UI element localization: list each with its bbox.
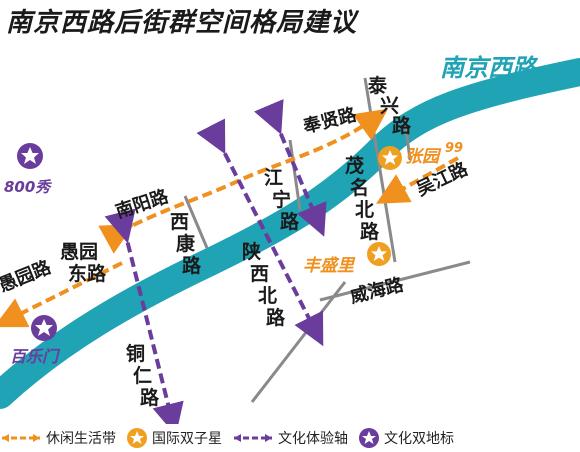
label-jiangning-3: 路 <box>280 210 300 233</box>
orange-arrow-icon <box>2 434 40 442</box>
label-maoming-3: 北 <box>355 199 374 221</box>
label-xikang-3: 路 <box>182 254 202 277</box>
star-zhangyuan-icon <box>378 146 402 170</box>
map-canvas: 南京西路 奉贤路 泰 兴 路 张园 99 吴江路 茂 名 北 路 江 宁 路 南… <box>0 54 580 424</box>
label-bailemen: 百乐门 <box>10 347 61 366</box>
label-tongren-2: 仁 <box>133 364 152 387</box>
label-zhangyuan: 张园 <box>405 147 442 167</box>
orange-star-icon <box>127 428 147 448</box>
label-maoming-2: 名 <box>350 176 369 199</box>
label-nanyang: 南阳路 <box>113 185 172 223</box>
legend: 休闲生活带 国际双子星 文化体验轴 文化双地标 <box>0 424 580 452</box>
label-taixing-3: 路 <box>392 114 412 137</box>
legend-item-culture-axis: 文化体验轴 <box>232 428 348 448</box>
leisure-belt <box>0 108 459 328</box>
legend-item-twin-stars: 国际双子星 <box>126 427 222 449</box>
label-800: 800秀 <box>4 178 52 196</box>
label-jiangning-2: 宁 <box>272 188 291 211</box>
label-huiyuan-dong-1: 愚园 <box>60 241 98 263</box>
label-maoming-4: 路 <box>360 220 380 243</box>
culture-axes <box>104 99 327 424</box>
label-jiangning-1: 江 <box>264 167 283 189</box>
purple-star-icon <box>359 428 379 448</box>
label-nanjing-xilu: 南京西路 <box>440 54 539 82</box>
legend-label-culture-axis: 文化体验轴 <box>278 431 348 447</box>
legend-item-leisure: 休闲生活带 <box>0 428 116 448</box>
legend-label-twin-stars: 国际双子星 <box>152 431 222 447</box>
page-title: 南京西路后街群空间格局建议 <box>6 8 358 38</box>
legend-label-leisure: 休闲生活带 <box>46 431 116 447</box>
label-shaanxi-1: 陕 <box>242 240 261 263</box>
star-bailemen-icon <box>31 315 57 341</box>
label-maoming-1: 茂 <box>345 154 364 177</box>
purple-arrow-icon <box>234 434 272 442</box>
star-fengsheng-icon <box>367 242 391 266</box>
label-huiyuan-dong-2: 东路 <box>68 262 107 285</box>
legend-item-landmarks: 文化双地标 <box>358 427 454 449</box>
nanjing-xilu-river <box>0 58 580 409</box>
star-800-icon <box>17 143 43 169</box>
label-weihai: 威海路 <box>348 273 407 308</box>
legend-label-landmarks: 文化双地标 <box>384 431 454 447</box>
label-fengsheng: 丰盛里 <box>303 256 356 276</box>
label-shaanxi-4: 路 <box>266 306 286 329</box>
label-99: 99 <box>445 141 463 156</box>
label-tongren-1: 铜 <box>126 342 145 365</box>
label-tongren-3: 路 <box>140 386 160 409</box>
label-huiyuan: 愚园路 <box>0 256 55 297</box>
label-taixing-2: 兴 <box>380 95 399 117</box>
label-xikang-1: 西 <box>170 211 189 233</box>
label-taixing-1: 泰 <box>367 74 388 97</box>
label-shaanxi-2: 西 <box>250 263 269 285</box>
label-fengxian: 奉贤路 <box>300 103 360 138</box>
label-shaanxi-3: 北 <box>258 285 277 307</box>
label-xikang-2: 康 <box>176 232 196 255</box>
